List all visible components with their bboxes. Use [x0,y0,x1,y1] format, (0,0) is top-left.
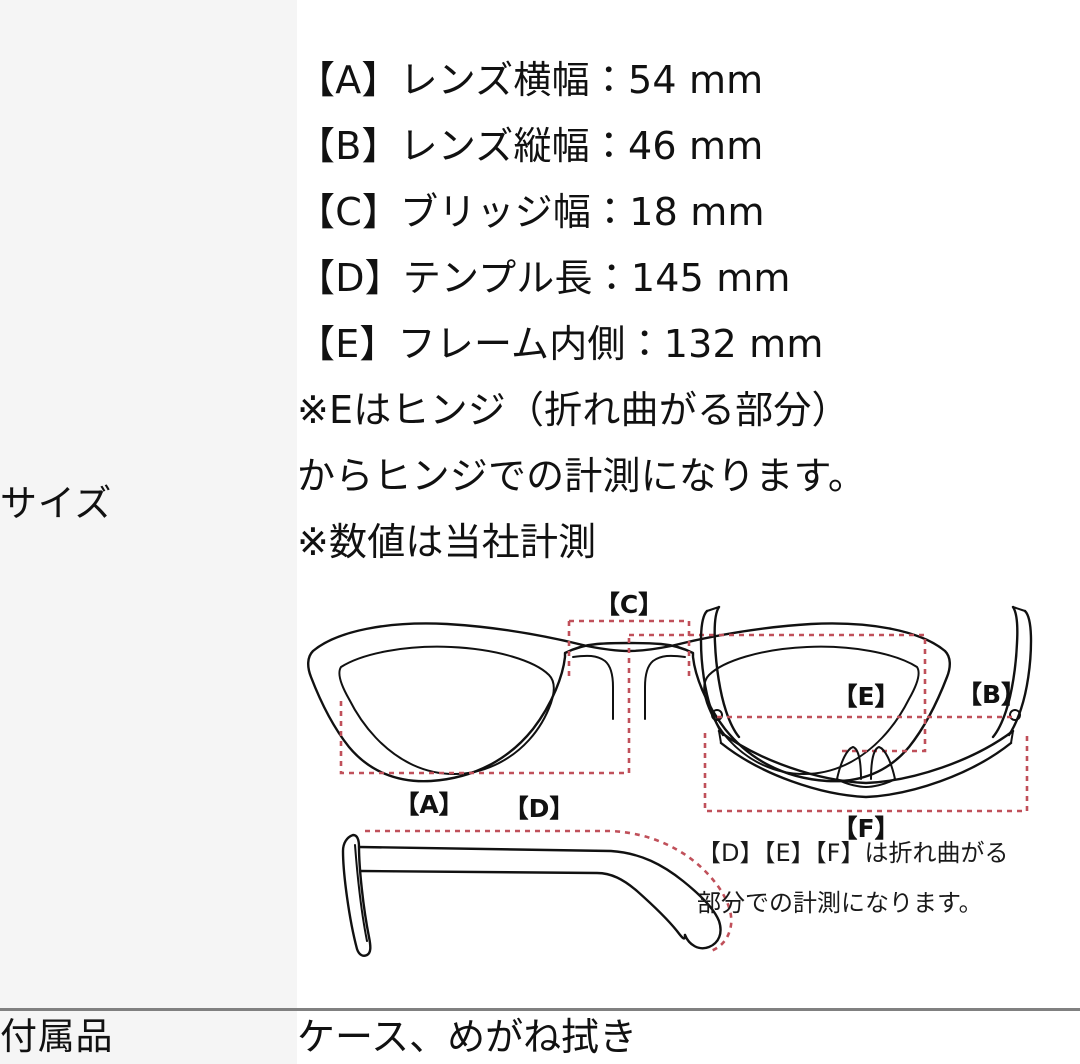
row-label-size: サイズ [0,0,297,1011]
row-label-accessories-text: 付属品 [0,1015,114,1059]
diagram-caption-line-2: 部分での計測になります。 [697,889,983,917]
measure-d-line [365,829,733,953]
row-label-size-text: サイズ [0,481,113,525]
row-value-size: 【A】レンズ横幅：54 mm 【B】レンズ縦幅：46 mm 【C】ブリッジ幅：1… [297,0,1080,1011]
diagram-label-e: 【E】 [832,682,899,711]
diagram-label-f: 【F】 [832,814,899,843]
diagram-label-a: 【A】 [394,790,463,819]
row-value-accessories: ケース、めがね拭き [297,1009,1080,1064]
temple-side-view-illustration: 【D】 [341,794,733,957]
spec-line-b: 【B】レンズ縦幅：46 mm [297,123,764,168]
spec-line-c: 【C】ブリッジ幅：18 mm [297,189,765,234]
diagram-label-b: 【B】 [957,680,1026,709]
spec-line-d: 【D】テンプル長：145 mm [297,255,791,300]
diagram-label-c: 【C】 [595,591,663,619]
spec-note-hinge-1: ※Eはヒンジ（折れ曲がる部分） [297,387,850,432]
measure-c-line [567,619,691,679]
table-row-accessories: 付属品 ケース、めがね拭き [0,1009,1080,1064]
spec-note-inhouse: ※数値は当社計測 [297,519,597,564]
front-view-illustration: 【A】 【B】 【C】 [307,591,1026,819]
spec-line-e: 【E】フレーム内側：132 mm [297,321,824,366]
top-view-illustration: 【E】 【F】 [699,605,1033,843]
size-spec-list: 【A】レンズ横幅：54 mm 【B】レンズ縦幅：46 mm 【C】ブリッジ幅：1… [297,47,1080,575]
diagram-caption-line-1: 【D】【E】【F】は折れ曲がる [697,839,1008,867]
spec-note-hinge-2: からヒンジでの計測になります。 [297,453,867,498]
measure-b-line [629,633,927,753]
table-row-size: サイズ 【A】レンズ横幅：54 mm 【B】レンズ縦幅：46 mm 【C】ブリッ… [0,0,1080,1011]
measure-f-line [703,732,1029,813]
row-label-accessories: 付属品 [0,1009,297,1064]
spec-line-a: 【A】レンズ横幅：54 mm [297,57,764,102]
accessories-value-text: ケース、めがね拭き [297,1014,638,1059]
diagram-caption: 【D】【E】【F】は折れ曲がる 部分での計測になります。 [697,839,1008,917]
eyewear-measurement-diagram: 【A】 【B】 【C】 [297,591,1043,961]
diagram-label-d: 【D】 [504,794,575,823]
